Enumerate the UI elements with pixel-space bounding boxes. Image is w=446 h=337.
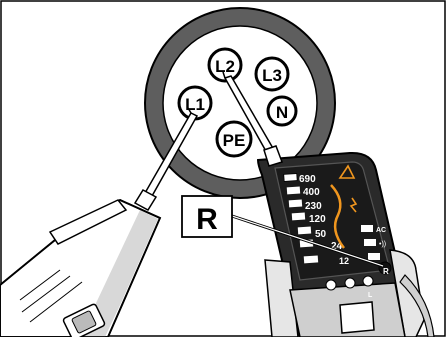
button-1[interactable] (325, 279, 337, 291)
button-2[interactable] (344, 277, 356, 289)
lightning-icon (349, 197, 358, 213)
scale-label-690: 690 (299, 174, 316, 185)
scale-row-400: 400 (286, 186, 320, 198)
terminal-n-label: N (276, 103, 288, 122)
rotary-indicator-led (368, 253, 380, 260)
scale-label-120: 120 (309, 214, 326, 225)
scale-row-120: 120 (291, 212, 326, 225)
scale-label-12: 12 (339, 256, 349, 266)
button-label-l: L (368, 292, 373, 299)
scale-label-400: 400 (303, 187, 320, 198)
scale-row-690: 690 (283, 173, 316, 185)
terminal-l2: L2 (207, 47, 243, 83)
callout-letter: R (196, 203, 218, 236)
terminal-pe: PE (215, 120, 253, 158)
scale-row-50: 50 (297, 226, 327, 240)
scale-label-24: 24 (331, 241, 343, 252)
left-probe (0, 107, 199, 337)
scale-row-12: 12 (303, 255, 349, 266)
ac-label: AC (376, 227, 386, 234)
scale-label-50: 50 (315, 229, 327, 240)
tester-body: 690 400 230 120 50 24 (256, 151, 435, 337)
button-label-r: R (383, 267, 389, 276)
range-bracket (330, 184, 345, 249)
callout-box (181, 195, 233, 238)
right-probe (222, 71, 283, 167)
terminal-l2-label: L2 (215, 57, 235, 76)
tester-display (274, 161, 391, 281)
buzzer-icon: •)) (379, 241, 386, 248)
button-3[interactable] (362, 275, 374, 287)
scale-label-230: 230 (305, 201, 322, 212)
terminal-l3: L3 (254, 56, 290, 92)
buzzer-indicator-led (364, 239, 376, 246)
scale-row-230: 230 (288, 199, 322, 212)
voltage-scale: 690 400 230 120 50 24 (283, 173, 349, 266)
terminal-l1-label: L1 (185, 95, 205, 114)
terminal-l1: L1 (177, 85, 213, 121)
callout: R (181, 195, 384, 268)
terminal-pe-label: PE (223, 131, 246, 150)
ac-indicator-led (361, 225, 373, 232)
tester-cable (399, 274, 435, 337)
warning-triangle-icon (338, 164, 356, 179)
terminal-l3-label: L3 (262, 66, 282, 85)
terminal-n: N (266, 95, 298, 127)
